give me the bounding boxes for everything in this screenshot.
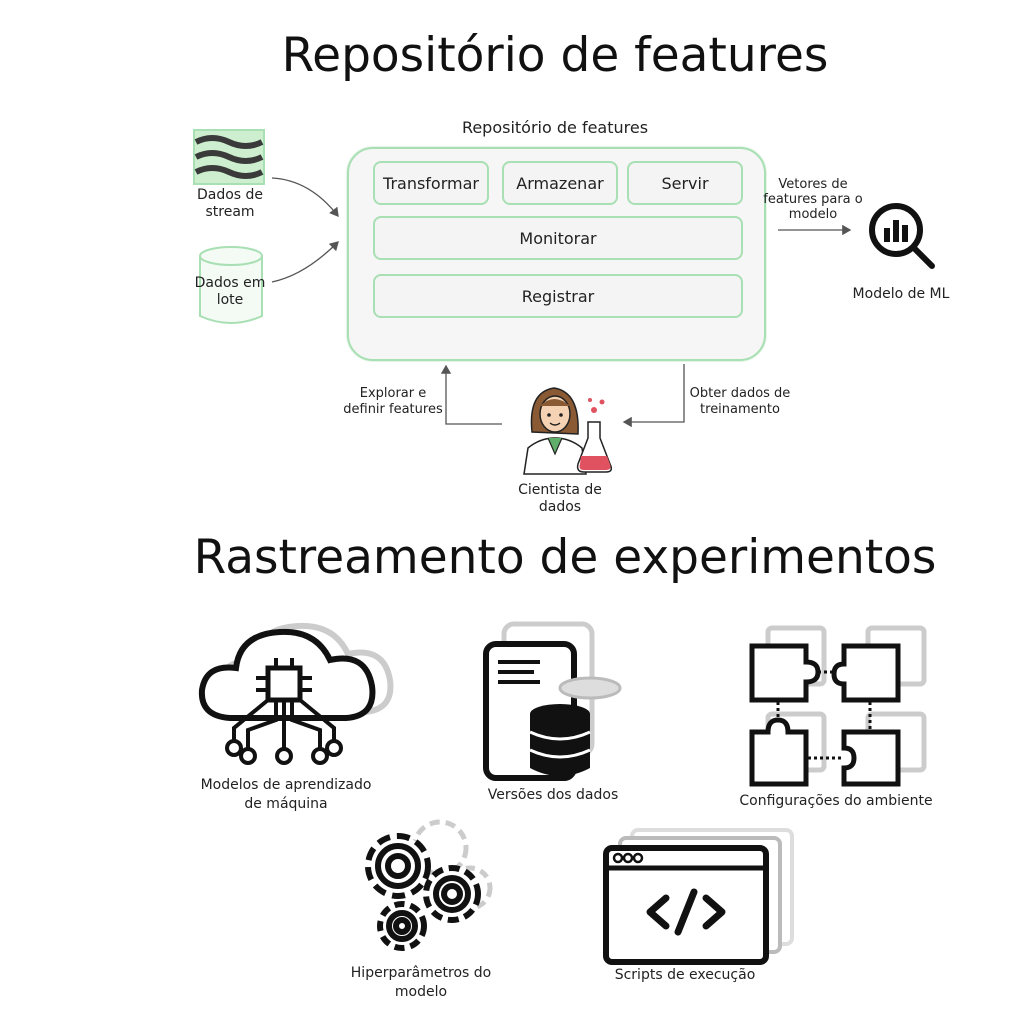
explore-label: Explorar e definir features <box>343 386 443 417</box>
vectors-label: Vetores de features para o modelo <box>763 177 863 222</box>
store-op: Armazenar <box>502 161 618 205</box>
batch-data-label: Dados em lote <box>194 275 266 308</box>
flow-arrows <box>271 177 852 428</box>
stream-data-icon <box>193 129 265 185</box>
gears-icon <box>365 819 493 951</box>
env-configs-label: Configurações do ambiente <box>739 793 933 809</box>
register-op: Registrar <box>373 274 743 318</box>
run-scripts-label: Scripts de execução <box>614 967 756 983</box>
experiment-tracking-heading: Rastreamento de experimentos <box>193 530 937 585</box>
stream-data-label: Dados de stream <box>196 187 264 220</box>
data-scientist-icon <box>523 387 613 475</box>
data-versions-label: Versões dos dados <box>487 787 619 803</box>
ml-models-label: Modelos de aprendizado de máquina <box>200 777 372 812</box>
feature-store-box: Transformar Armazenar Servir Monitorar R… <box>347 147 766 361</box>
ml-model-icon <box>869 203 935 269</box>
serve-op: Servir <box>627 161 743 205</box>
batch-data-icon <box>199 246 263 324</box>
feature-store-heading: Repositório de features <box>281 28 829 83</box>
feature-store-box-label: Repositório de features <box>461 118 649 137</box>
data-scientist-label: Cientista de dados <box>518 482 602 515</box>
hyperparams-label: Hiperparâmetros do modelo <box>350 965 492 1000</box>
training-data-label: Obter dados de treinamento <box>689 386 791 417</box>
document-database-icon <box>483 621 622 781</box>
cloud-chip-icon <box>198 622 394 765</box>
monitor-op: Monitorar <box>373 216 743 260</box>
transform-op: Transformar <box>373 161 489 205</box>
code-window-icon <box>603 828 794 965</box>
ml-model-label: Modelo de ML <box>852 286 950 302</box>
puzzle-icon <box>749 625 927 787</box>
